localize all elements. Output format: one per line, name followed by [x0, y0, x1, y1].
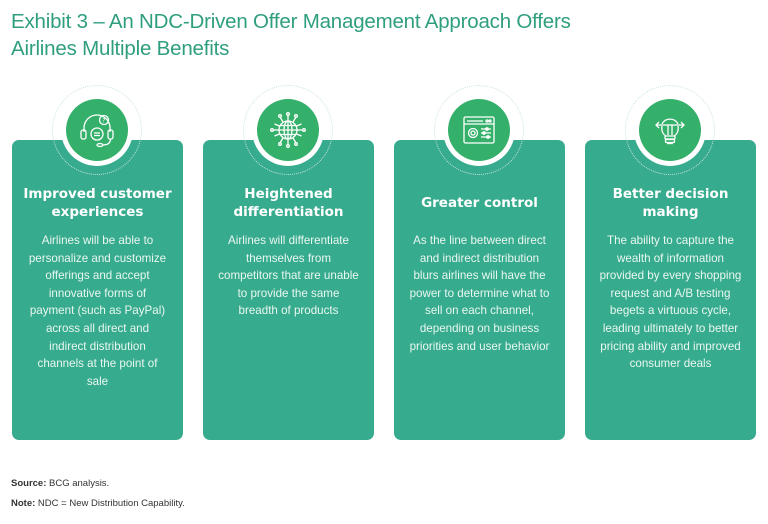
- card-body: As the line between direct and indirect …: [409, 234, 550, 353]
- note-text: NDC = New Distribution Capability.: [35, 498, 185, 509]
- source-note: Source: BCG analysis.: [11, 478, 109, 489]
- icon-badge: [434, 85, 524, 175]
- source-text: BCG analysis.: [46, 478, 110, 489]
- card-heading: Heightened differentiation: [233, 186, 344, 220]
- card-heading: Greater control: [421, 195, 538, 211]
- benefit-card-customer-experience: Improved customer experiences Airlines w…: [12, 140, 183, 440]
- source-label: Source:: [11, 478, 47, 489]
- benefit-card-decision-making: Better decision making The ability to ca…: [585, 140, 756, 440]
- settings-window-icon: [463, 116, 495, 144]
- icon-badge: ?: [52, 85, 142, 175]
- card-body: The ability to capture the wealth of inf…: [599, 234, 742, 371]
- headset-support-icon: ?: [80, 114, 114, 148]
- benefit-card-differentiation: Heightened differentiation Airlines will…: [203, 140, 374, 440]
- note-label: Note:: [11, 498, 36, 509]
- card-body: Airlines will differentiate themselves f…: [218, 234, 359, 318]
- card-heading: Better decision making: [612, 186, 729, 220]
- benefit-card-control: Greater control As the line between dire…: [394, 140, 565, 440]
- card-body: Airlines will be able to personalize and…: [28, 234, 167, 388]
- exhibit-title: Exhibit 3 – An NDC-Driven Offer Manageme…: [11, 8, 571, 62]
- icon-badge: [243, 85, 333, 175]
- svg-text:?: ?: [102, 118, 105, 125]
- network-globe-icon: [270, 112, 306, 148]
- definition-note: Note: NDC = New Distribution Capability.: [11, 498, 185, 509]
- title-line-1: Exhibit 3 – An NDC-Driven Offer Manageme…: [11, 10, 571, 33]
- decision-bulb-icon: [655, 118, 685, 145]
- icon-badge: [625, 85, 715, 175]
- title-line-2: Airlines Multiple Benefits: [11, 37, 230, 60]
- card-heading: Improved customer experiences: [23, 186, 172, 220]
